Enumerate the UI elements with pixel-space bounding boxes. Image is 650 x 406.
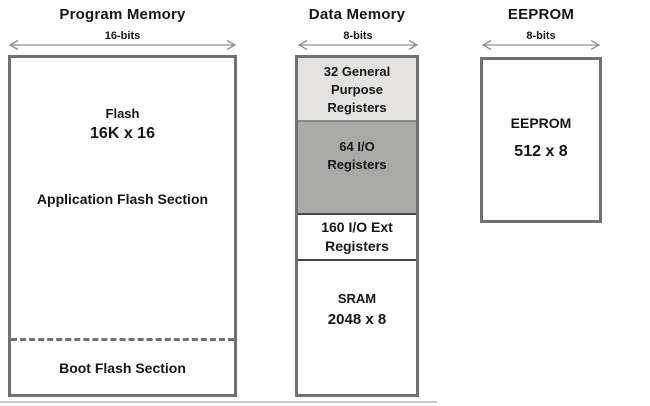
program-memory-box: Flash 16K x 16 Application Flash Section…: [8, 55, 237, 397]
eeprom-bus-width-label: 8-bits: [526, 30, 556, 42]
data-memory-width-arrow: [297, 39, 419, 51]
sram-size-label: 2048 x 8: [327, 311, 387, 328]
eeprom-box: EEPROM 512 x 8: [480, 57, 602, 223]
data-memory-box: 32 General Purpose Registers 64 I/O Regi…: [295, 55, 419, 397]
eeprom-label: EEPROM: [510, 115, 572, 131]
io-ext-registers-section: 160 I/O Ext Registers: [298, 213, 416, 261]
eeprom-width-arrow: [481, 39, 601, 51]
io-registers-section: 64 I/O Registers: [298, 122, 416, 213]
application-flash-section-label: Application Flash Section: [36, 191, 209, 207]
eeprom-size-label: 512 x 8: [514, 143, 568, 160]
boot-flash-section-label: Boot Flash Section: [59, 360, 186, 376]
general-purpose-registers-section: 32 General Purpose Registers: [298, 58, 416, 122]
boot-section-divider: [11, 338, 234, 341]
flash-label: Flash: [105, 106, 140, 121]
eeprom-title: EEPROM: [507, 6, 575, 23]
sram-label: SRAM: [337, 291, 377, 306]
data-memory-title: Data Memory: [308, 6, 406, 23]
program-memory-width-arrow: [8, 39, 237, 51]
program-memory-bus-width-label: 16-bits: [104, 30, 141, 42]
data-memory-bus-width-label: 8-bits: [343, 30, 373, 42]
program-memory-title: Program Memory: [59, 6, 186, 23]
bottom-rule: [0, 401, 437, 403]
flash-size-label: 16K x 16: [90, 125, 155, 142]
sram-section: SRAM 2048 x 8: [298, 261, 416, 394]
